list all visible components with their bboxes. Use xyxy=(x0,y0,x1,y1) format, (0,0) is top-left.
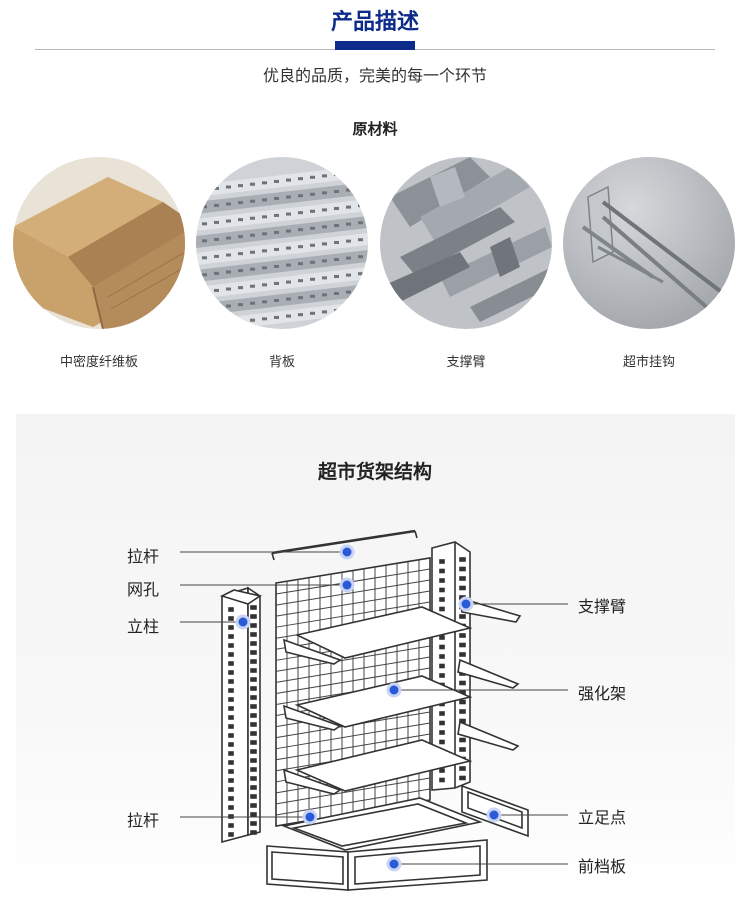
label-post: 立柱 xyxy=(127,617,160,636)
callout-dot xyxy=(339,577,355,593)
callout-dot xyxy=(302,809,318,825)
mdf-board-label: 中密度纤维板 xyxy=(59,355,138,370)
label-front-board: 前档板 xyxy=(578,857,627,876)
top-rod xyxy=(271,529,416,555)
shelf-1 xyxy=(294,606,473,659)
callout-dot xyxy=(235,614,251,630)
label-mesh: 网孔 xyxy=(127,580,160,599)
label-shelf: 强化架 xyxy=(578,684,627,703)
page-title: 产品描述 xyxy=(330,10,419,35)
callout-dot xyxy=(386,682,402,698)
callout-dot xyxy=(458,596,474,612)
support-arm-photo xyxy=(380,157,552,329)
callout-dot xyxy=(339,544,355,560)
shelf-3 xyxy=(294,739,473,792)
shelf-2 xyxy=(294,675,473,728)
title-underline-bar xyxy=(335,41,415,50)
callout-dot xyxy=(486,807,502,823)
label-bottom-rod: 拉杆 xyxy=(127,811,160,830)
callout-dot xyxy=(386,856,402,872)
mdf-board-photo xyxy=(13,157,185,329)
label-foot: 立足点 xyxy=(578,808,627,827)
page-subtitle: 优良的品质，完美的每一个环节 xyxy=(262,66,487,85)
hook-photo xyxy=(563,157,735,329)
label-arm: 支撑臂 xyxy=(578,597,627,616)
back-panel-label: 背板 xyxy=(268,355,295,370)
hook-label: 超市挂钩 xyxy=(622,355,675,370)
structure-title: 超市货架结构 xyxy=(317,461,432,483)
materials-title: 原材料 xyxy=(352,120,398,138)
back-panel-photo xyxy=(196,157,368,329)
label-top-rod: 拉杆 xyxy=(127,547,160,566)
base-tray xyxy=(281,797,483,851)
support-arm-label: 支撑臂 xyxy=(446,355,486,370)
